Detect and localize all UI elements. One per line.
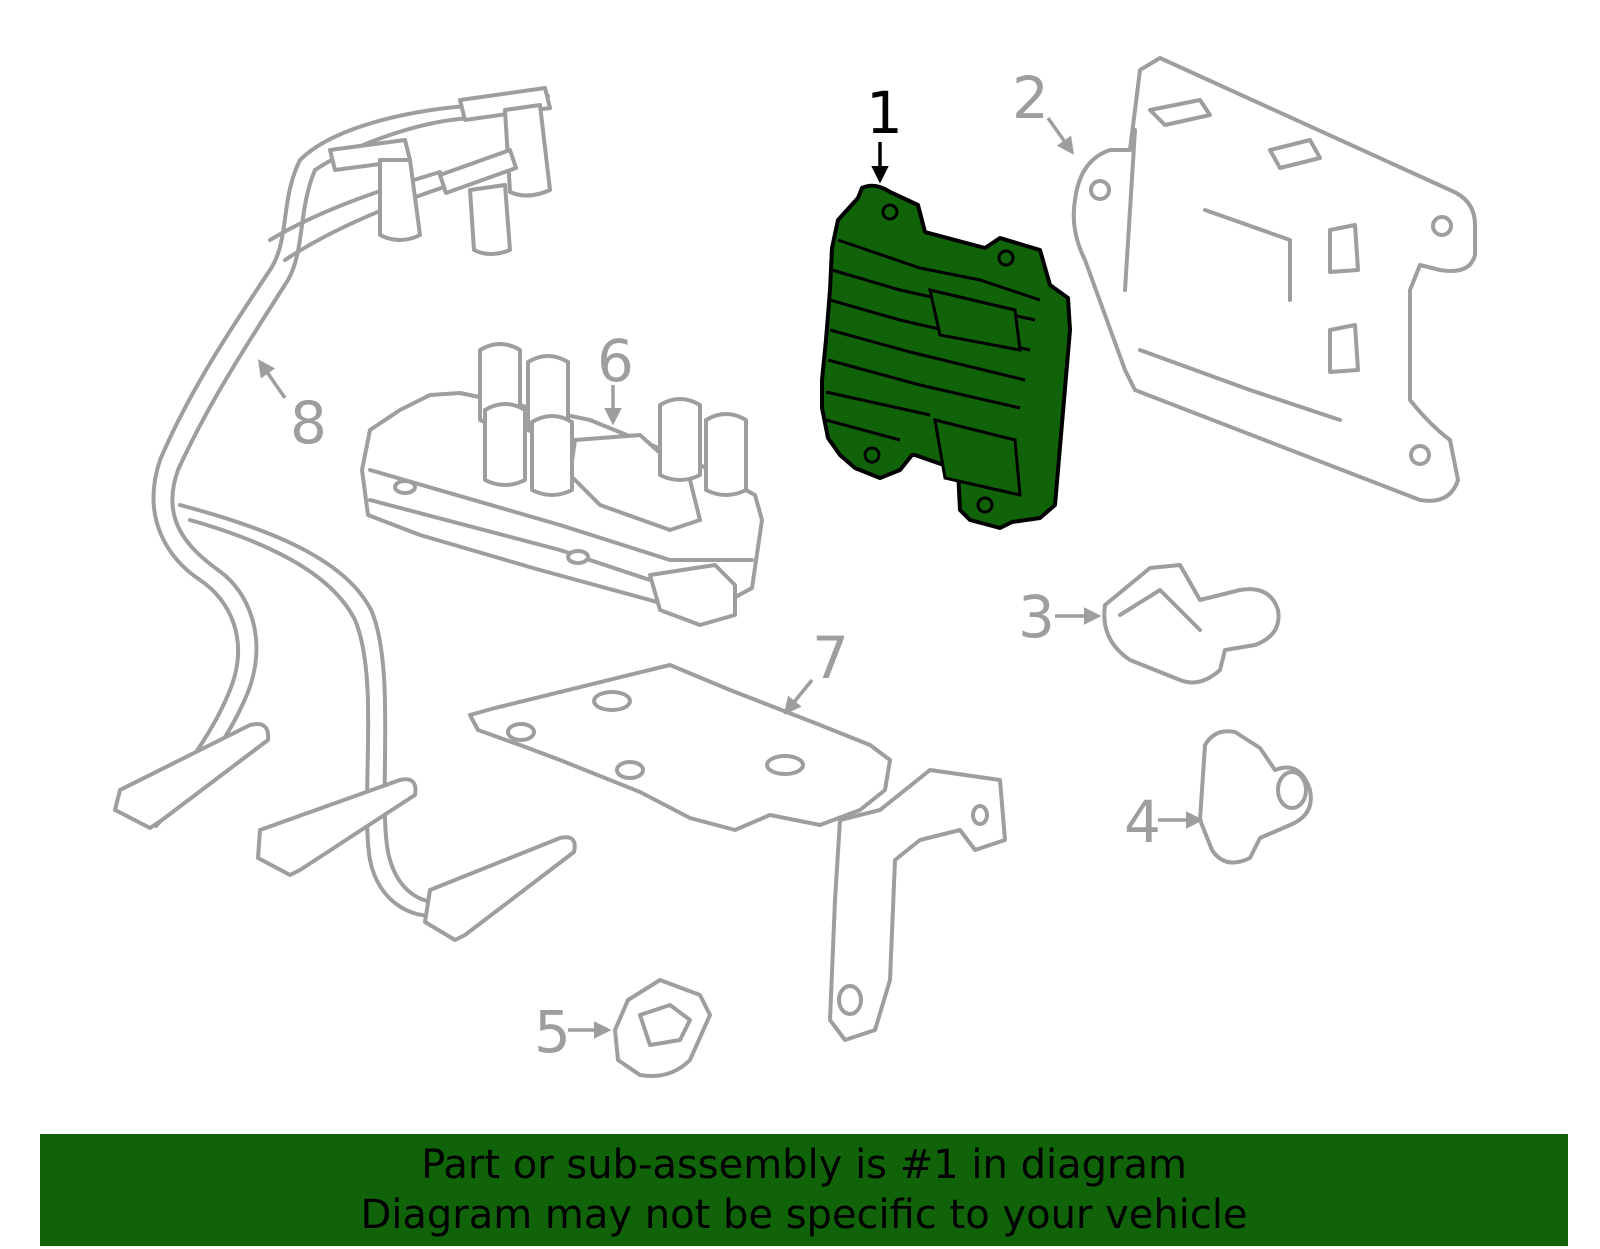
- callout-8: 8: [258, 359, 327, 457]
- part-6-ignition-coil: [360, 342, 764, 627]
- callout-number: 3: [1018, 583, 1055, 651]
- part-3-sensor: [1102, 563, 1281, 685]
- callout-4: 4: [1124, 788, 1204, 856]
- callout-number: 6: [597, 327, 634, 395]
- part-4-sensor: [1198, 729, 1313, 865]
- callout-number: 8: [290, 389, 327, 457]
- callout-number: 7: [812, 624, 849, 692]
- part-5-sensor: [613, 978, 712, 1078]
- part-7-bracket: [468, 663, 1007, 1042]
- banner-line-part: Part or sub-assembly is #1 in diagram: [421, 1142, 1187, 1188]
- part-8-spark-plug-wires: [113, 86, 577, 942]
- callout-1: 1: [866, 79, 903, 184]
- part-2-mounting-plate: [1071, 56, 1477, 503]
- callout-number: 1: [866, 79, 903, 147]
- callout-3: 3: [1018, 583, 1102, 651]
- callout-2: 2: [1012, 64, 1075, 155]
- callout-number: 2: [1012, 64, 1049, 132]
- callout-7: 7: [783, 624, 849, 715]
- part-1-ecm: [820, 183, 1072, 530]
- callout-6: 6: [597, 327, 634, 426]
- callout-5: 5: [534, 998, 612, 1066]
- callout-number: 5: [534, 998, 571, 1066]
- callout-number: 4: [1124, 788, 1161, 856]
- info-banner: Part or sub-assembly is #1 in diagram Di…: [40, 1134, 1568, 1246]
- banner-line-disclaimer: Diagram may not be specific to your vehi…: [360, 1192, 1248, 1238]
